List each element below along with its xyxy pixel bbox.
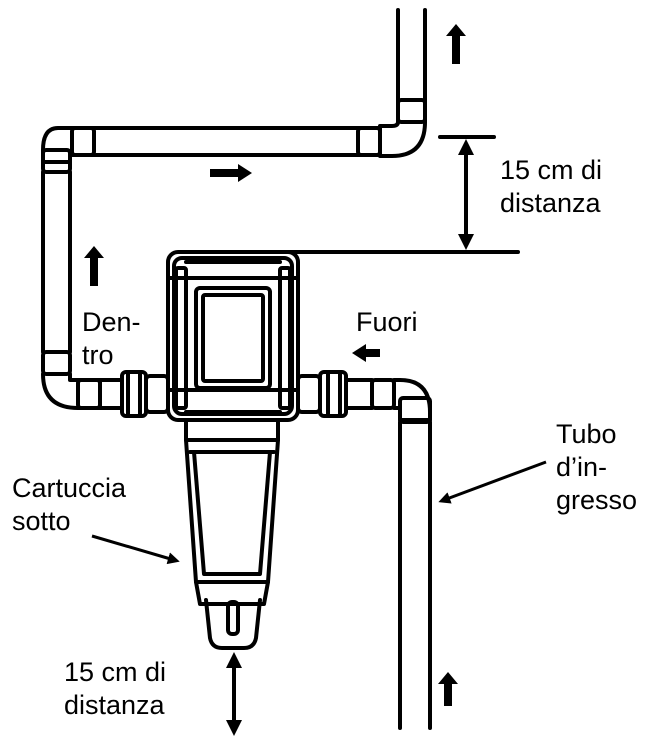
top-outlet-pipe	[378, 8, 427, 158]
inlet-pipe-label-line2: d’in-	[556, 452, 608, 482]
top-distance-label-line2: distanza	[500, 188, 601, 218]
inlet-pipe-label-line1: Tubo	[556, 419, 617, 449]
inlet-pipe-label: Tubo d’in- gresso	[556, 418, 637, 517]
bottom-distance-label: 15 cm di distanza	[64, 656, 166, 722]
top-distance-label: 15 cm di distanza	[500, 154, 602, 220]
filter-bowl	[184, 418, 280, 650]
top-left-elbow	[41, 126, 74, 174]
inlet-pipe	[398, 420, 432, 730]
inlet-label: Den- tro	[82, 306, 141, 372]
filter-head	[166, 250, 300, 422]
outlet-coupling	[296, 370, 396, 418]
inlet-label-line1: Den-	[82, 307, 141, 337]
cartridge-pointer	[91, 534, 180, 565]
inlet-pipe-pointer	[438, 460, 547, 504]
flow-arrow-left	[352, 344, 380, 362]
distance-top-line	[284, 135, 520, 254]
inlet-coupling	[120, 370, 170, 418]
outlet-label-line1: Fuori	[356, 307, 418, 337]
bottom-distance-label-line1: 15 cm di	[64, 657, 167, 687]
inlet-label-line2: tro	[82, 340, 114, 370]
bottom-distance-label-line2: distanza	[64, 690, 165, 720]
left-vertical-pipe	[41, 170, 72, 376]
cartridge-label-line2: sotto	[12, 506, 71, 536]
top-horizontal-pipe	[70, 126, 382, 157]
inlet-pipe-label-line3: gresso	[556, 485, 638, 515]
top-distance-label-line1: 15 cm di	[500, 155, 603, 185]
right-elbow	[392, 378, 432, 424]
flow-arrow-up-bottom	[438, 672, 458, 706]
cartridge-label-line1: Cartuccia	[12, 473, 127, 503]
flow-arrow-up-left	[84, 246, 104, 286]
cartridge-label: Cartuccia sotto	[12, 472, 126, 538]
outlet-label: Fuori	[356, 306, 418, 339]
flow-arrow-up-top	[446, 24, 466, 64]
flow-arrow-right	[210, 164, 252, 182]
bottom-left-elbow	[41, 372, 124, 410]
